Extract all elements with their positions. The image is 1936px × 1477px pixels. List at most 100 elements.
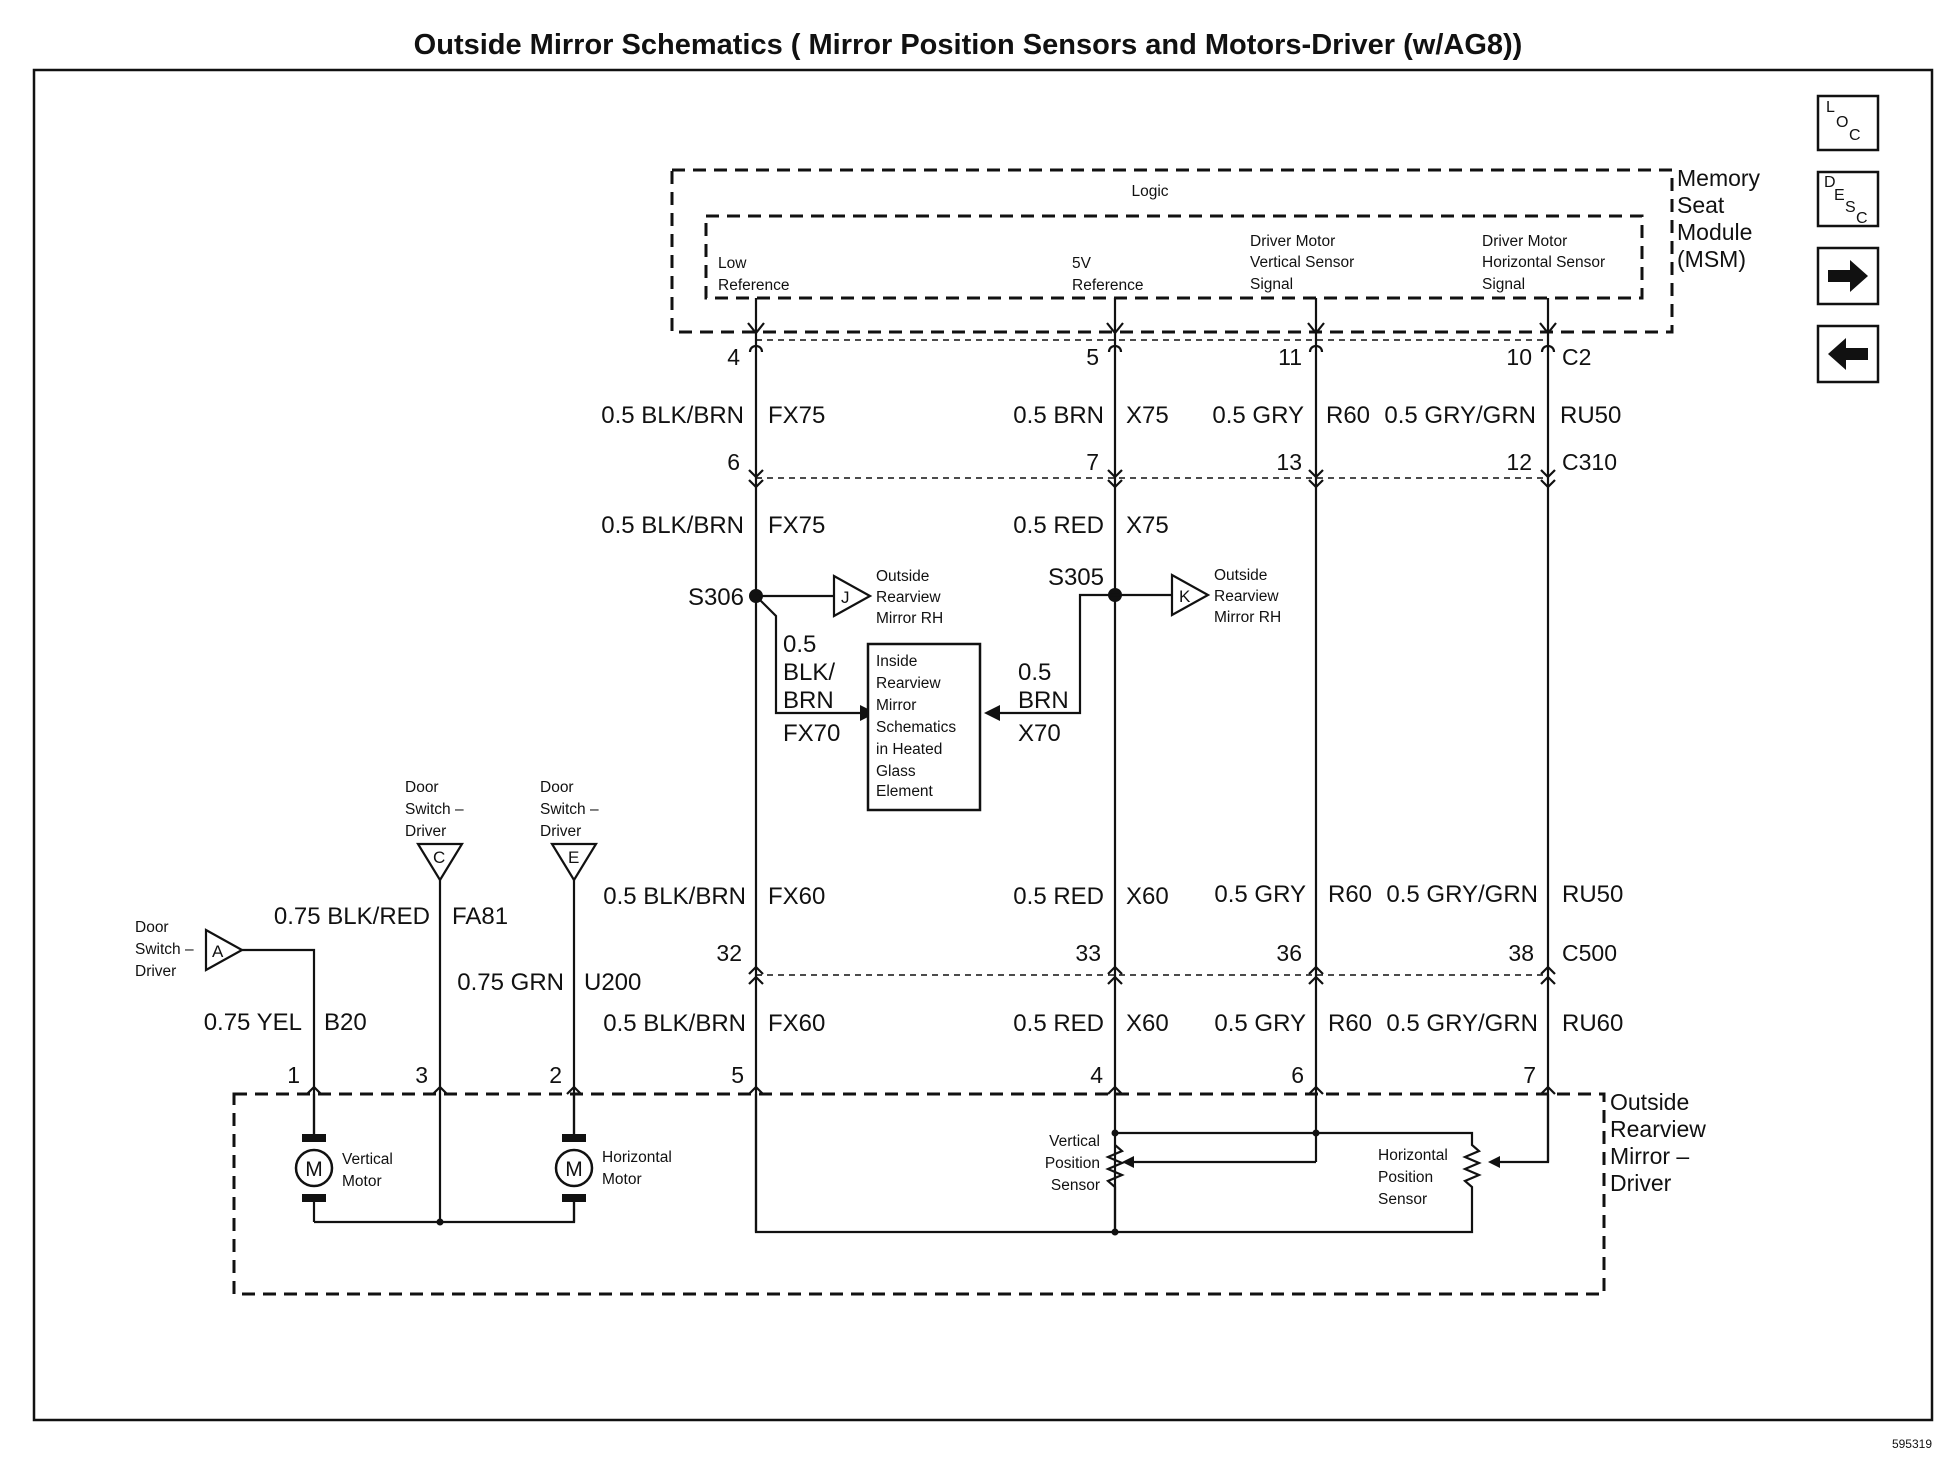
c310-pin-12: 12 xyxy=(1506,449,1532,475)
c310-pin-6: 6 xyxy=(727,449,740,475)
wire-label-r60-color-3: 0.5 GRY xyxy=(1214,881,1306,908)
desc-s: S xyxy=(1845,199,1856,216)
inside-mirror-line-2: Rearview xyxy=(876,675,941,692)
wire-label-x60-color-1: 0.5 RED xyxy=(1013,883,1104,910)
inside-mirror-line-7: Element xyxy=(876,783,934,800)
wire-label-ru50-color-3: 0.5 GRY/GRN xyxy=(1386,881,1538,908)
ref-e-letter: E xyxy=(568,848,579,867)
ref-c-label-3: Driver xyxy=(405,823,446,840)
ref-j-label-2: Rearview xyxy=(876,589,941,606)
ref-e-label-2: Switch – xyxy=(540,801,599,818)
horizontal-sensor-label-1: Horizontal xyxy=(1378,1147,1448,1164)
ref-e-label-1: Door xyxy=(540,779,574,796)
next-page-button[interactable] xyxy=(1816,246,1880,306)
arrow-left-icon xyxy=(1828,338,1868,370)
c500-pin-32: 32 xyxy=(716,940,742,966)
wire-label-x70-ckt: X70 xyxy=(1018,720,1061,747)
vertical-sensor-label-1: Vertical xyxy=(1049,1133,1100,1150)
vert-signal-label-1: Driver Motor xyxy=(1250,233,1335,250)
wire-label-fx75-ckt-2: FX75 xyxy=(768,512,825,539)
vertical-motor: M Vertical Motor xyxy=(294,1094,393,1222)
mirror-pin-6: 6 xyxy=(1291,1062,1304,1088)
wire-label-fa81-color: 0.75 BLK/RED xyxy=(274,903,430,930)
mirror-pin-7: 7 xyxy=(1523,1062,1536,1088)
wire-label-x75-color-1: 0.5 BRN xyxy=(1013,402,1104,429)
wire-label-b20-color: 0.75 YEL xyxy=(204,1009,302,1036)
c310-connector-marks xyxy=(748,469,1556,489)
c500-connector-label: C500 xyxy=(1562,940,1617,966)
vertical-sensor-label-3: Sensor xyxy=(1051,1177,1100,1194)
c2-pin-4: 4 xyxy=(727,344,740,370)
desc-d: D xyxy=(1824,174,1836,191)
desc-button[interactable]: D E S C xyxy=(1816,170,1880,228)
ref-j-label-1: Outside xyxy=(876,568,929,585)
horizontal-motor-label-1: Horizontal xyxy=(602,1149,672,1166)
wire-label-b20-ckt: B20 xyxy=(324,1009,367,1036)
msm-pin-arrows xyxy=(747,322,1557,335)
mirror-pin-2: 2 xyxy=(549,1062,562,1088)
mirror-pin-5: 5 xyxy=(731,1062,744,1088)
wire-label-fx75-color-2: 0.5 BLK/BRN xyxy=(601,512,744,539)
logic-label: Logic xyxy=(1131,183,1168,200)
wire-label-fx70-color-1: 0.5 xyxy=(783,631,816,658)
five-v-ref-label-1: 5V xyxy=(1072,255,1092,272)
wire-label-x75-ckt-1: X75 xyxy=(1126,402,1169,429)
inside-mirror-line-4: Schematics xyxy=(876,719,956,736)
c2-connector-marks xyxy=(748,344,1556,353)
wire-label-ru50-color-1: 0.5 GRY/GRN xyxy=(1384,402,1536,429)
door-switch-ref-c: Door Switch – Driver C xyxy=(405,779,464,1222)
door-switch-ref-e: Door Switch – Driver E xyxy=(540,779,599,1136)
arrow-right-icon xyxy=(1828,260,1868,292)
wire-label-ru60-ckt-4: RU60 xyxy=(1562,1010,1623,1037)
splice-s305: S305 K Outside Rearview Mirror RH xyxy=(984,564,1281,721)
desc-c: C xyxy=(1856,210,1868,227)
prev-page-button[interactable] xyxy=(1816,324,1880,384)
msm-name-4: (MSM) xyxy=(1677,246,1746,272)
mirror-name-1: Outside xyxy=(1610,1089,1689,1115)
c2-connector-label: C2 xyxy=(1562,344,1591,370)
mirror-pin-3: 3 xyxy=(415,1062,428,1088)
inside-mirror-schematic-reference[interactable]: Inside Rearview Mirror Schematics in Hea… xyxy=(866,642,982,812)
ref-e-label-3: Driver xyxy=(540,823,581,840)
mirror-name-3: Mirror – xyxy=(1610,1143,1689,1169)
inside-mirror-line-1: Inside xyxy=(876,653,917,670)
diagram-frame xyxy=(32,68,1934,1422)
horizontal-motor: M Horizontal Motor xyxy=(554,1094,672,1222)
wire-label-r60-ckt-4: R60 xyxy=(1328,1010,1372,1037)
horizontal-sensor-label-2: Position xyxy=(1378,1169,1433,1186)
wire-label-r60-ckt-1: R60 xyxy=(1326,402,1370,429)
wire-label-x75-ckt-2: X75 xyxy=(1126,512,1169,539)
outside-mirror-driver-module: Outside Rearview Mirror – Driver M Verti… xyxy=(232,1089,1706,1296)
horizontal-sensor-label-3: Sensor xyxy=(1378,1191,1427,1208)
ref-c-label-2: Switch – xyxy=(405,801,464,818)
figure-number: 595319 xyxy=(1892,1437,1932,1451)
wire-label-fx70-color-2: BLK/ xyxy=(783,659,835,686)
horiz-signal-label-2: Horizontal Sensor xyxy=(1482,254,1605,271)
ref-c-label-1: Door xyxy=(405,779,439,796)
horizontal-position-sensor: Horizontal Position Sensor xyxy=(1111,1094,1550,1208)
mirror-name-4: Driver xyxy=(1610,1170,1672,1196)
ref-j-letter: J xyxy=(841,588,850,607)
splice-s306: S306 J Outside Rearview Mirror RH xyxy=(688,568,943,721)
wire-label-x70-color-2: BRN xyxy=(1018,687,1069,714)
memory-seat-module: Logic Memory Seat Module (MSM) Low Refer… xyxy=(670,165,1761,334)
inside-mirror-line-3: Mirror xyxy=(876,697,916,714)
wire-label-fx70-ckt: FX70 xyxy=(783,720,840,747)
horizontal-motor-label-2: Motor xyxy=(602,1171,642,1188)
ref-k-label-2: Rearview xyxy=(1214,588,1279,605)
msm-name-2: Seat xyxy=(1677,192,1725,218)
wire-label-fx60-ckt-2: FX60 xyxy=(768,1010,825,1037)
mirror-name-2: Rearview xyxy=(1610,1116,1706,1142)
inside-mirror-line-5: in Heated xyxy=(876,741,942,758)
mirror-pin-arrows xyxy=(306,1085,1556,1095)
vertical-motor-label-1: Vertical xyxy=(342,1151,393,1168)
vert-signal-label-2: Vertical Sensor xyxy=(1250,254,1354,271)
five-v-ref-label-2: Reference xyxy=(1072,277,1144,294)
c2-pin-11: 11 xyxy=(1278,344,1302,370)
loc-o: O xyxy=(1836,114,1848,131)
splice-s305-label: S305 xyxy=(1048,564,1104,591)
horiz-signal-label-3: Signal xyxy=(1482,276,1525,293)
wire-label-u200-color: 0.75 GRN xyxy=(457,969,564,996)
loc-button[interactable]: L O C xyxy=(1816,94,1880,152)
